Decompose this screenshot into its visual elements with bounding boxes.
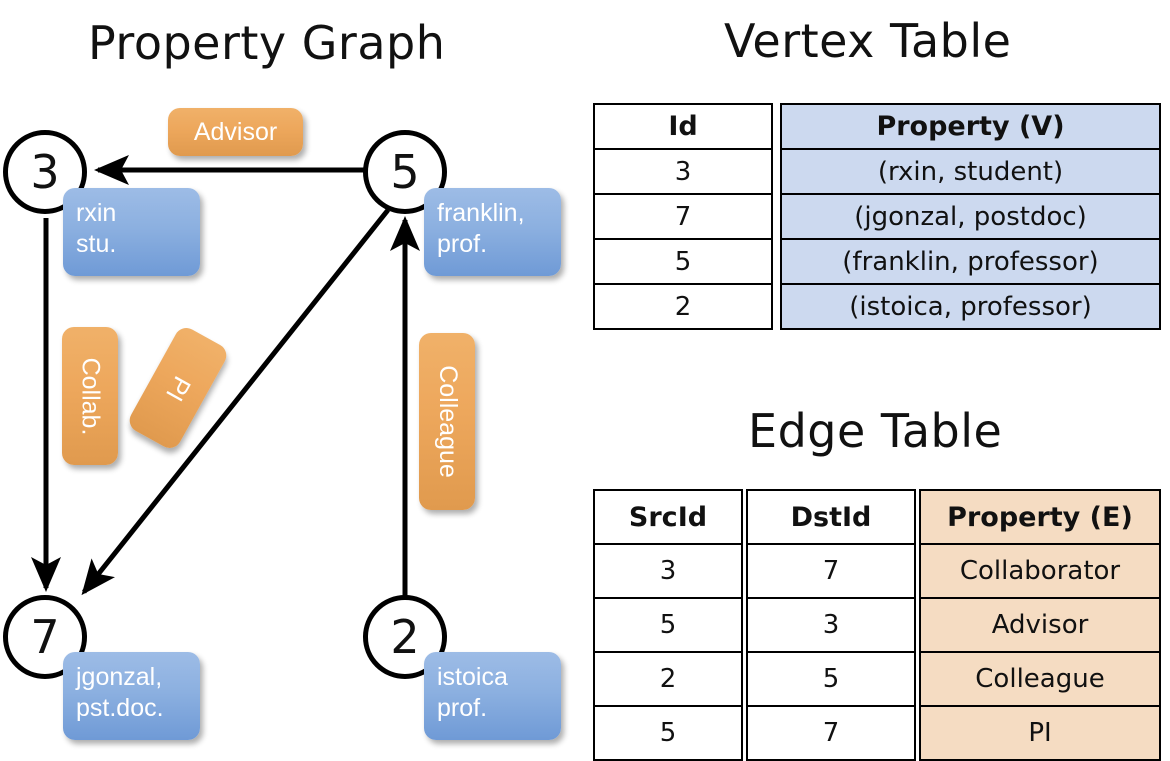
page-title-vertex-table: Vertex Table [724, 14, 1012, 68]
edge-dstid-cell: 5 [746, 651, 916, 707]
table-row: (istoica, professor) [780, 283, 1161, 330]
edge-srcid-cell: 5 [593, 705, 743, 761]
table-row: (rxin, student) [780, 148, 1161, 195]
table-row: 3 [593, 543, 743, 599]
vertex-table-header-property: Property (V) [780, 103, 1161, 150]
vertex-label-5-line1: franklin, [437, 199, 525, 227]
property-graph-diagram: 3 5 7 2 rxin stu. franklin, prof. jgonza… [0, 0, 585, 760]
edge-table-dstid-column: DstId 7 3 5 7 [746, 489, 916, 761]
table-row: (franklin, professor) [780, 238, 1161, 285]
table-row: 7 [593, 193, 773, 240]
table-row: 3 [593, 148, 773, 195]
vertex-property-cell: (rxin, student) [780, 148, 1161, 195]
vertex-id-cell: 2 [593, 283, 773, 330]
vertex-label-2-line2: prof. [437, 694, 488, 722]
table-row: 5 [746, 651, 916, 707]
table-row: Advisor [919, 597, 1161, 653]
edge-property-cell: Colleague [919, 651, 1161, 707]
edge-table-header-dstid: DstId [746, 489, 916, 545]
table-row: PI [919, 705, 1161, 761]
edge-label-advisor-text: Advisor [193, 117, 278, 146]
page-title-edge-table: Edge Table [748, 404, 1003, 458]
vertex-label-5: franklin, prof. [424, 188, 561, 276]
vertex-label-3: rxin stu. [63, 188, 200, 276]
table-row: 7 [746, 705, 916, 761]
table-row: (jgonzal, postdoc) [780, 193, 1161, 240]
edge-table-header-srcid: SrcId [593, 489, 743, 545]
edge-label-colleague-text: Colleague [433, 365, 462, 478]
edge-dstid-cell: 7 [746, 705, 916, 761]
vertex-id-cell: 7 [593, 193, 773, 240]
edge-srcid-cell: 3 [593, 543, 743, 599]
edge-srcid-cell: 5 [593, 597, 743, 653]
vertex-id-cell: 3 [593, 148, 773, 195]
vertex-property-cell: (jgonzal, postdoc) [780, 193, 1161, 240]
vertex-id-cell: 5 [593, 238, 773, 285]
page-title-property-graph: Property Graph [88, 16, 446, 70]
graph-node-2[interactable]: 2 [363, 595, 447, 679]
table-row: 7 [746, 543, 916, 599]
vertex-table-id-column: Id 3 7 5 2 [593, 103, 773, 330]
table-row: Collaborator [919, 543, 1161, 599]
vertex-label-7-line2: pst.doc. [76, 694, 164, 722]
vertex-label-5-line2: prof. [437, 230, 488, 258]
edge-srcid-cell: 2 [593, 651, 743, 707]
vertex-label-3-line1: rxin [76, 199, 117, 227]
vertex-label-2: istoica prof. [424, 652, 561, 740]
edge-arrow-5-to-7 [81, 208, 390, 596]
edge-label-colleague: Colleague [419, 333, 475, 510]
vertex-label-3-line2: stu. [76, 230, 117, 258]
edge-label-advisor: Advisor [168, 108, 303, 156]
table-row: 3 [746, 597, 916, 653]
table-row: Colleague [919, 651, 1161, 707]
edge-property-cell: Advisor [919, 597, 1161, 653]
edge-dstid-cell: 3 [746, 597, 916, 653]
table-header-row: SrcId [593, 489, 743, 545]
vertex-table-header-id: Id [593, 103, 773, 150]
vertex-label-2-line1: istoica [437, 663, 508, 691]
table-header-row: Property (V) [780, 103, 1161, 150]
edge-property-cell: Collaborator [919, 543, 1161, 599]
vertex-table-property-column: Property (V) (rxin, student) (jgonzal, p… [780, 103, 1161, 330]
edge-property-cell: PI [919, 705, 1161, 761]
edge-label-pi-text: PI [160, 371, 197, 406]
table-row: 2 [593, 283, 773, 330]
table-row: 2 [593, 651, 743, 707]
edge-table-property-column: Property (E) Collaborator Advisor Collea… [919, 489, 1161, 761]
vertex-property-cell: (istoica, professor) [780, 283, 1161, 330]
table-row: 5 [593, 597, 743, 653]
vertex-property-cell: (franklin, professor) [780, 238, 1161, 285]
edge-label-collab-text: Collab. [76, 357, 105, 435]
table-header-row: Property (E) [919, 489, 1161, 545]
edge-dstid-cell: 7 [746, 543, 916, 599]
table-row: 5 [593, 238, 773, 285]
vertex-label-7-line1: jgonzal, [76, 663, 163, 691]
edge-table-header-property: Property (E) [919, 489, 1161, 545]
table-header-row: Id [593, 103, 773, 150]
graph-edge-arrows [31, 155, 420, 598]
vertex-label-7: jgonzal, pst.doc. [63, 652, 200, 740]
graph-node-5[interactable]: 5 [363, 130, 447, 214]
edge-label-collab: Collab. [62, 327, 118, 465]
edge-table-srcid-column: SrcId 3 5 2 5 [593, 489, 743, 761]
table-row: 5 [593, 705, 743, 761]
table-header-row: DstId [746, 489, 916, 545]
